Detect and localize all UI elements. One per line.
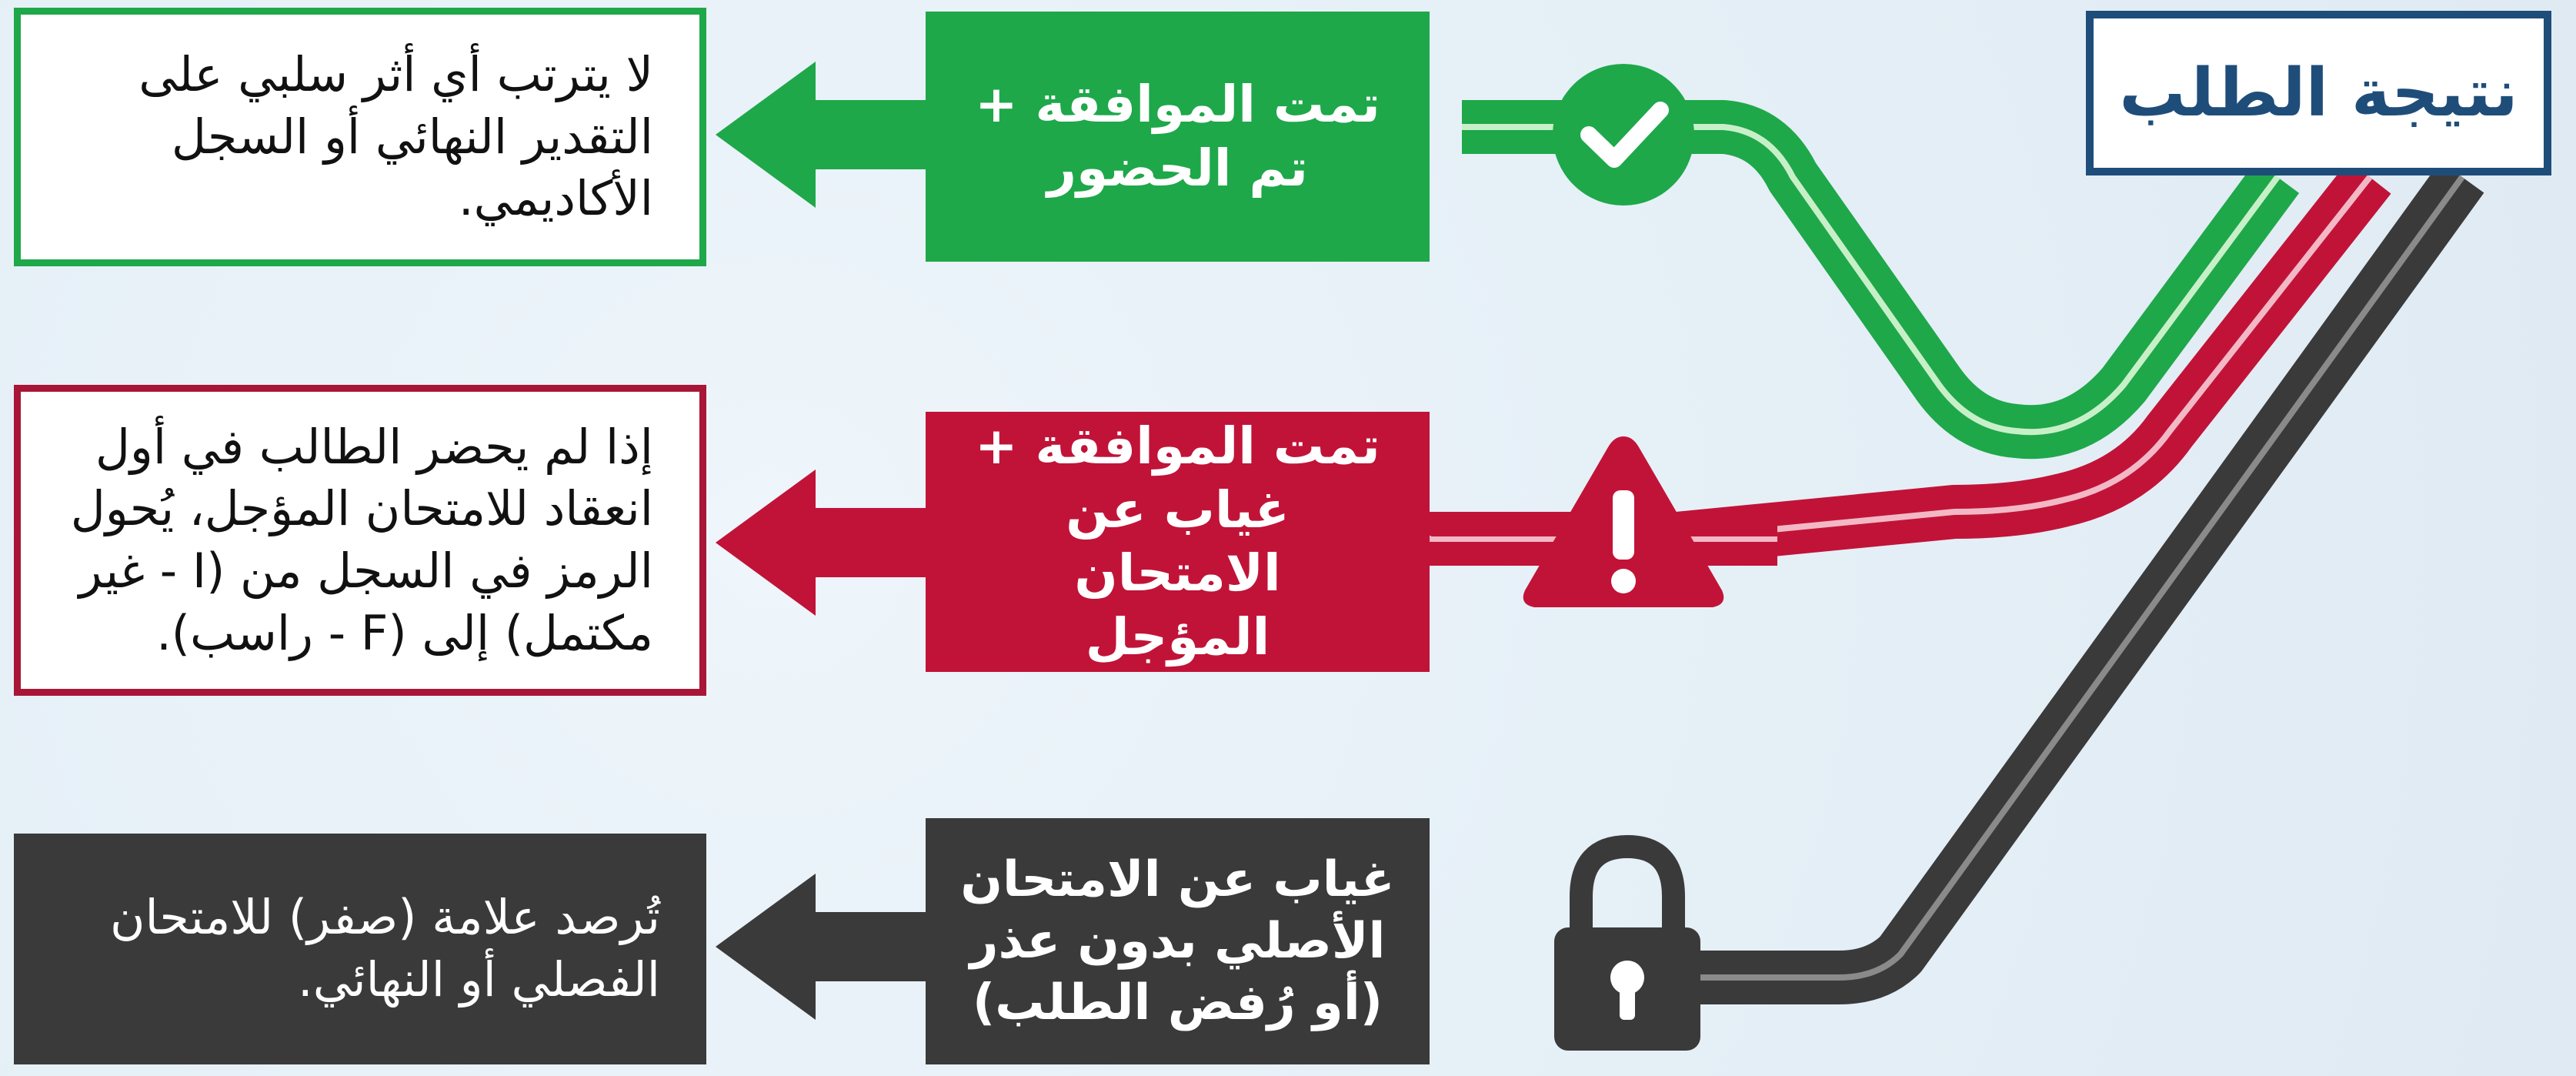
approved-attended-text: تمت الموافقة + تم الحضور xyxy=(975,75,1380,198)
check-circle-icon xyxy=(1553,64,1694,206)
unexcused-absence-description-text: تُرصد علامة (صفر) للامتحان الفصلي أو الن… xyxy=(109,889,660,1007)
red-road xyxy=(1308,160,2391,566)
green-arrow xyxy=(716,62,931,208)
approved-absent-text: تمت الموافقة + غياب عن الامتحان المؤجل xyxy=(975,416,1380,667)
dark-arrow xyxy=(716,874,931,1020)
approved-attended-description: لا يترتب أي أثر سلبي على التقدير النهائي… xyxy=(14,8,706,266)
approved-absent-description: إذا لم يحضر الطالب في أول انعقاد للامتحا… xyxy=(14,385,706,696)
padlock-icon xyxy=(1554,834,1700,1051)
approved-attended-label: تمت الموافقة + تم الحضور xyxy=(926,12,1430,262)
unexcused-absence-text: غياب عن الامتحان الأصلي بدون عذر (أو رُف… xyxy=(960,851,1395,1031)
red-arrow xyxy=(716,469,931,616)
approved-absent-label: تمت الموافقة + غياب عن الامتحان المؤجل xyxy=(926,412,1430,672)
unexcused-absence-label: غياب عن الامتحان الأصلي بدون عذر (أو رُف… xyxy=(926,818,1430,1064)
page-title: نتيجة الطلب xyxy=(2119,55,2518,132)
title-box: نتيجة الطلب xyxy=(2086,11,2551,175)
approved-attended-description-text: لا يترتب أي أثر سلبي على التقدير النهائي… xyxy=(138,46,653,227)
unexcused-absence-description: تُرصد علامة (صفر) للامتحان الفصلي أو الن… xyxy=(14,834,706,1064)
dark-road xyxy=(1623,161,2484,1004)
warning-triangle-icon xyxy=(1523,436,1724,607)
approved-absent-description-text: إذا لم يحضر الطالب في أول انعقاد للامتحا… xyxy=(70,418,653,661)
